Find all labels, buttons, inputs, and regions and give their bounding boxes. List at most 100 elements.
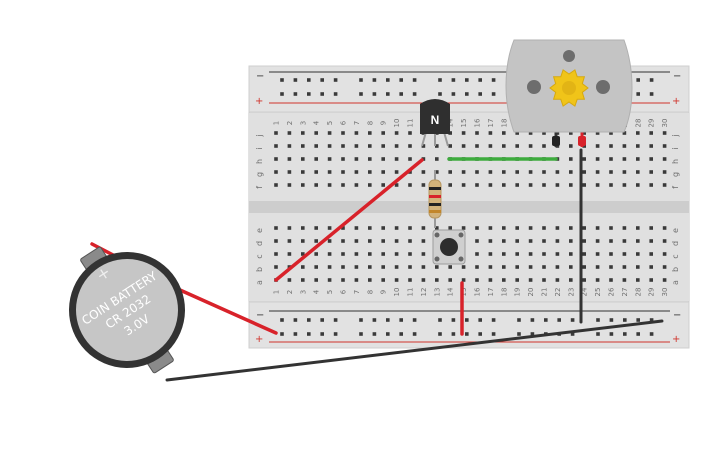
terminal-hole[interactable] — [287, 170, 292, 174]
terminal-hole[interactable] — [662, 183, 667, 187]
terminal-hole[interactable] — [354, 183, 359, 187]
terminal-hole[interactable] — [555, 278, 560, 282]
terminal-hole[interactable] — [636, 144, 640, 148]
terminal-hole[interactable] — [569, 183, 573, 187]
terminal-hole[interactable] — [287, 226, 292, 230]
rail-hole[interactable] — [596, 332, 600, 336]
terminal-hole[interactable] — [274, 131, 278, 135]
terminal-hole[interactable] — [448, 183, 452, 187]
rail-hole[interactable] — [307, 92, 311, 96]
rail-hole[interactable] — [399, 78, 403, 82]
terminal-hole[interactable] — [408, 239, 412, 243]
terminal-hole[interactable] — [408, 183, 412, 187]
terminal-hole[interactable] — [341, 183, 345, 187]
terminal-hole[interactable] — [622, 183, 627, 187]
terminal-hole[interactable] — [314, 226, 318, 230]
terminal-hole[interactable] — [515, 170, 519, 174]
terminal-hole[interactable] — [488, 144, 493, 148]
rail-hole[interactable] — [451, 78, 456, 82]
terminal-hole[interactable] — [381, 183, 385, 187]
rail-hole[interactable] — [438, 332, 442, 336]
terminal-hole[interactable] — [421, 226, 426, 230]
terminal-hole[interactable] — [609, 239, 613, 243]
terminal-hole[interactable] — [381, 131, 385, 135]
rail-hole[interactable] — [280, 318, 284, 322]
rail-hole[interactable] — [293, 78, 298, 82]
terminal-hole[interactable] — [649, 170, 653, 174]
terminal-hole[interactable] — [287, 278, 292, 282]
terminal-hole[interactable] — [555, 170, 560, 174]
terminal-hole[interactable] — [475, 278, 479, 282]
rail-hole[interactable] — [649, 78, 654, 82]
terminal-hole[interactable] — [341, 144, 345, 148]
red-wire-diagonal[interactable] — [274, 158, 424, 282]
terminal-hole[interactable] — [448, 226, 452, 230]
terminal-hole[interactable] — [569, 265, 573, 269]
terminal-hole[interactable] — [662, 226, 667, 230]
terminal-hole[interactable] — [582, 278, 586, 282]
rail-hole[interactable] — [372, 92, 377, 96]
terminal-hole[interactable] — [662, 252, 667, 256]
terminal-hole[interactable] — [649, 183, 653, 187]
terminal-hole[interactable] — [502, 170, 506, 174]
terminal-hole[interactable] — [542, 144, 546, 148]
terminal-hole[interactable] — [662, 170, 667, 174]
terminal-hole[interactable] — [327, 278, 332, 282]
rail-hole[interactable] — [636, 332, 640, 336]
terminal-hole[interactable] — [502, 239, 506, 243]
rail-hole[interactable] — [333, 78, 338, 82]
terminal-hole[interactable] — [475, 252, 479, 256]
terminal-hole[interactable] — [595, 265, 600, 269]
terminal-hole[interactable] — [609, 265, 613, 269]
terminal-hole[interactable] — [341, 252, 345, 256]
terminal-hole[interactable] — [394, 144, 399, 148]
terminal-hole[interactable] — [502, 131, 506, 135]
rail-hole[interactable] — [386, 332, 390, 336]
terminal-hole[interactable] — [341, 157, 345, 161]
terminal-hole[interactable] — [354, 278, 359, 282]
rail-hole[interactable] — [451, 332, 456, 336]
rail-hole[interactable] — [386, 78, 390, 82]
terminal-hole[interactable] — [354, 144, 359, 148]
terminal-hole[interactable] — [595, 226, 600, 230]
terminal-hole[interactable] — [662, 239, 667, 243]
terminal-hole[interactable] — [649, 265, 653, 269]
rail-hole[interactable] — [570, 332, 575, 336]
terminal-hole[interactable] — [515, 183, 519, 187]
terminal-hole[interactable] — [354, 252, 359, 256]
terminal-hole[interactable] — [301, 252, 305, 256]
terminal-hole[interactable] — [595, 183, 600, 187]
terminal-hole[interactable] — [314, 278, 318, 282]
terminal-hole[interactable] — [528, 226, 533, 230]
terminal-hole[interactable] — [341, 239, 345, 243]
rail-hole[interactable] — [438, 78, 442, 82]
terminal-hole[interactable] — [394, 131, 399, 135]
terminal-hole[interactable] — [435, 226, 439, 230]
terminal-hole[interactable] — [408, 278, 412, 282]
terminal-hole[interactable] — [582, 131, 586, 135]
terminal-hole[interactable] — [488, 252, 493, 256]
terminal-hole[interactable] — [622, 170, 627, 174]
rail-hole[interactable] — [320, 318, 324, 322]
terminal-hole[interactable] — [394, 239, 399, 243]
terminal-hole[interactable] — [301, 226, 305, 230]
terminal-hole[interactable] — [609, 252, 613, 256]
terminal-hole[interactable] — [327, 183, 332, 187]
terminal-hole[interactable] — [622, 252, 627, 256]
terminal-hole[interactable] — [448, 131, 452, 135]
terminal-hole[interactable] — [274, 183, 278, 187]
terminal-hole[interactable] — [287, 157, 292, 161]
terminal-hole[interactable] — [354, 170, 359, 174]
rail-hole[interactable] — [478, 92, 482, 96]
terminal-hole[interactable] — [368, 265, 372, 269]
terminal-hole[interactable] — [542, 239, 546, 243]
terminal-hole[interactable] — [301, 265, 305, 269]
terminal-hole[interactable] — [381, 265, 385, 269]
rail-hole[interactable] — [530, 332, 535, 336]
terminal-hole[interactable] — [314, 131, 318, 135]
coin-battery[interactable]: + COIN BATTERY CR 2032 3.0V — [41, 221, 212, 398]
terminal-hole[interactable] — [528, 239, 533, 243]
terminal-hole[interactable] — [314, 239, 318, 243]
rail-hole[interactable] — [438, 318, 442, 322]
terminal-hole[interactable] — [341, 265, 345, 269]
